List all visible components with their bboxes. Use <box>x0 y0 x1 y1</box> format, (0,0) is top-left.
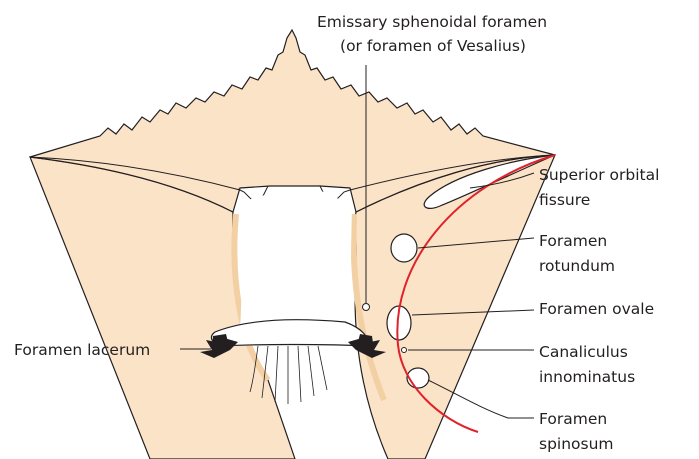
label-ovale: Foramen ovale <box>539 300 654 318</box>
emissary-sphenoidal-foramen <box>363 304 370 311</box>
label-canaliculus-line1: Canaliculus <box>539 343 628 361</box>
right-greater-wing <box>355 155 555 459</box>
label-emissary-line2: (or foramen of Vesalius) <box>340 37 526 55</box>
label-canaliculus-line2: innominatus <box>539 368 635 386</box>
label-spinosum-line2: spinosum <box>539 435 614 453</box>
label-lacerum: Foramen lacerum <box>14 341 150 359</box>
canaliculus-innominatus <box>402 348 407 353</box>
foramen-spinosum <box>407 368 429 388</box>
label-superior-orbital-line1: Superior orbital <box>539 166 659 184</box>
label-spinosum-line1: Foramen <box>539 410 607 428</box>
label-rotundum-line2: rotundum <box>539 257 615 275</box>
sella-turcica-window <box>240 189 352 330</box>
label-rotundum-line1: Foramen <box>539 232 607 250</box>
foramen-rotundum <box>391 234 417 262</box>
label-emissary-line1: Emissary sphenoidal foramen <box>317 13 547 31</box>
label-superior-orbital-line2: fissure <box>539 191 590 209</box>
